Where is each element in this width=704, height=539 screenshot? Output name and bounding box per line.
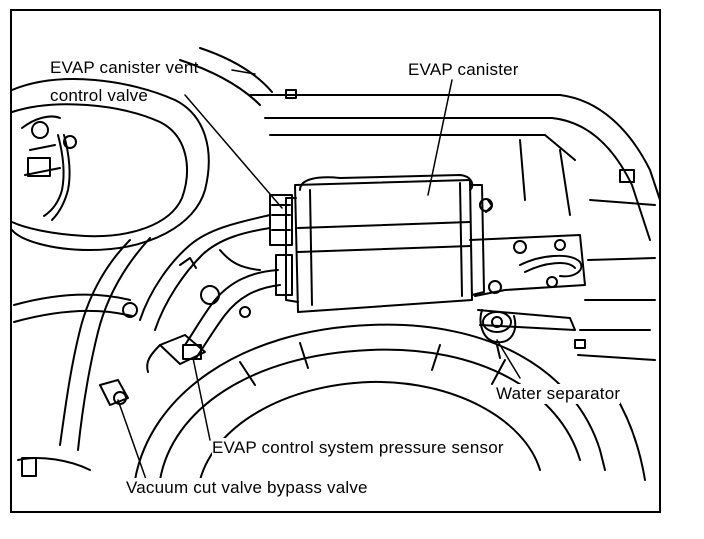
label-water-separator: Water separator [496, 384, 621, 404]
fender-outline [11, 47, 273, 251]
label-pressure-sensor: EVAP control system pressure sensor [212, 438, 504, 458]
vent-control-valve [269, 194, 293, 296]
pressure-sensor [146, 334, 206, 373]
leader-pressure-sensor [192, 357, 211, 441]
leader-vent-valve [184, 94, 283, 209]
leader-water-separator [496, 339, 521, 379]
leader-lines [117, 69, 521, 486]
label-vent-valve-line1: EVAP canister vent [50, 58, 199, 77]
leader-bypass-valve [117, 399, 149, 486]
canister-bracket [469, 234, 586, 331]
water-separator [479, 309, 517, 359]
label-vent-valve-line2: control valve [50, 86, 149, 105]
evap-canister [285, 174, 493, 313]
leader-vent-valve-tick [231, 69, 256, 75]
label-canister: EVAP canister [408, 60, 519, 79]
label-bypass-valve: Vacuum cut valve bypass valve [126, 478, 368, 498]
hoses [13, 214, 281, 451]
body-panel [249, 89, 661, 361]
leader-canister [427, 79, 453, 196]
bypass-valve [99, 379, 129, 406]
